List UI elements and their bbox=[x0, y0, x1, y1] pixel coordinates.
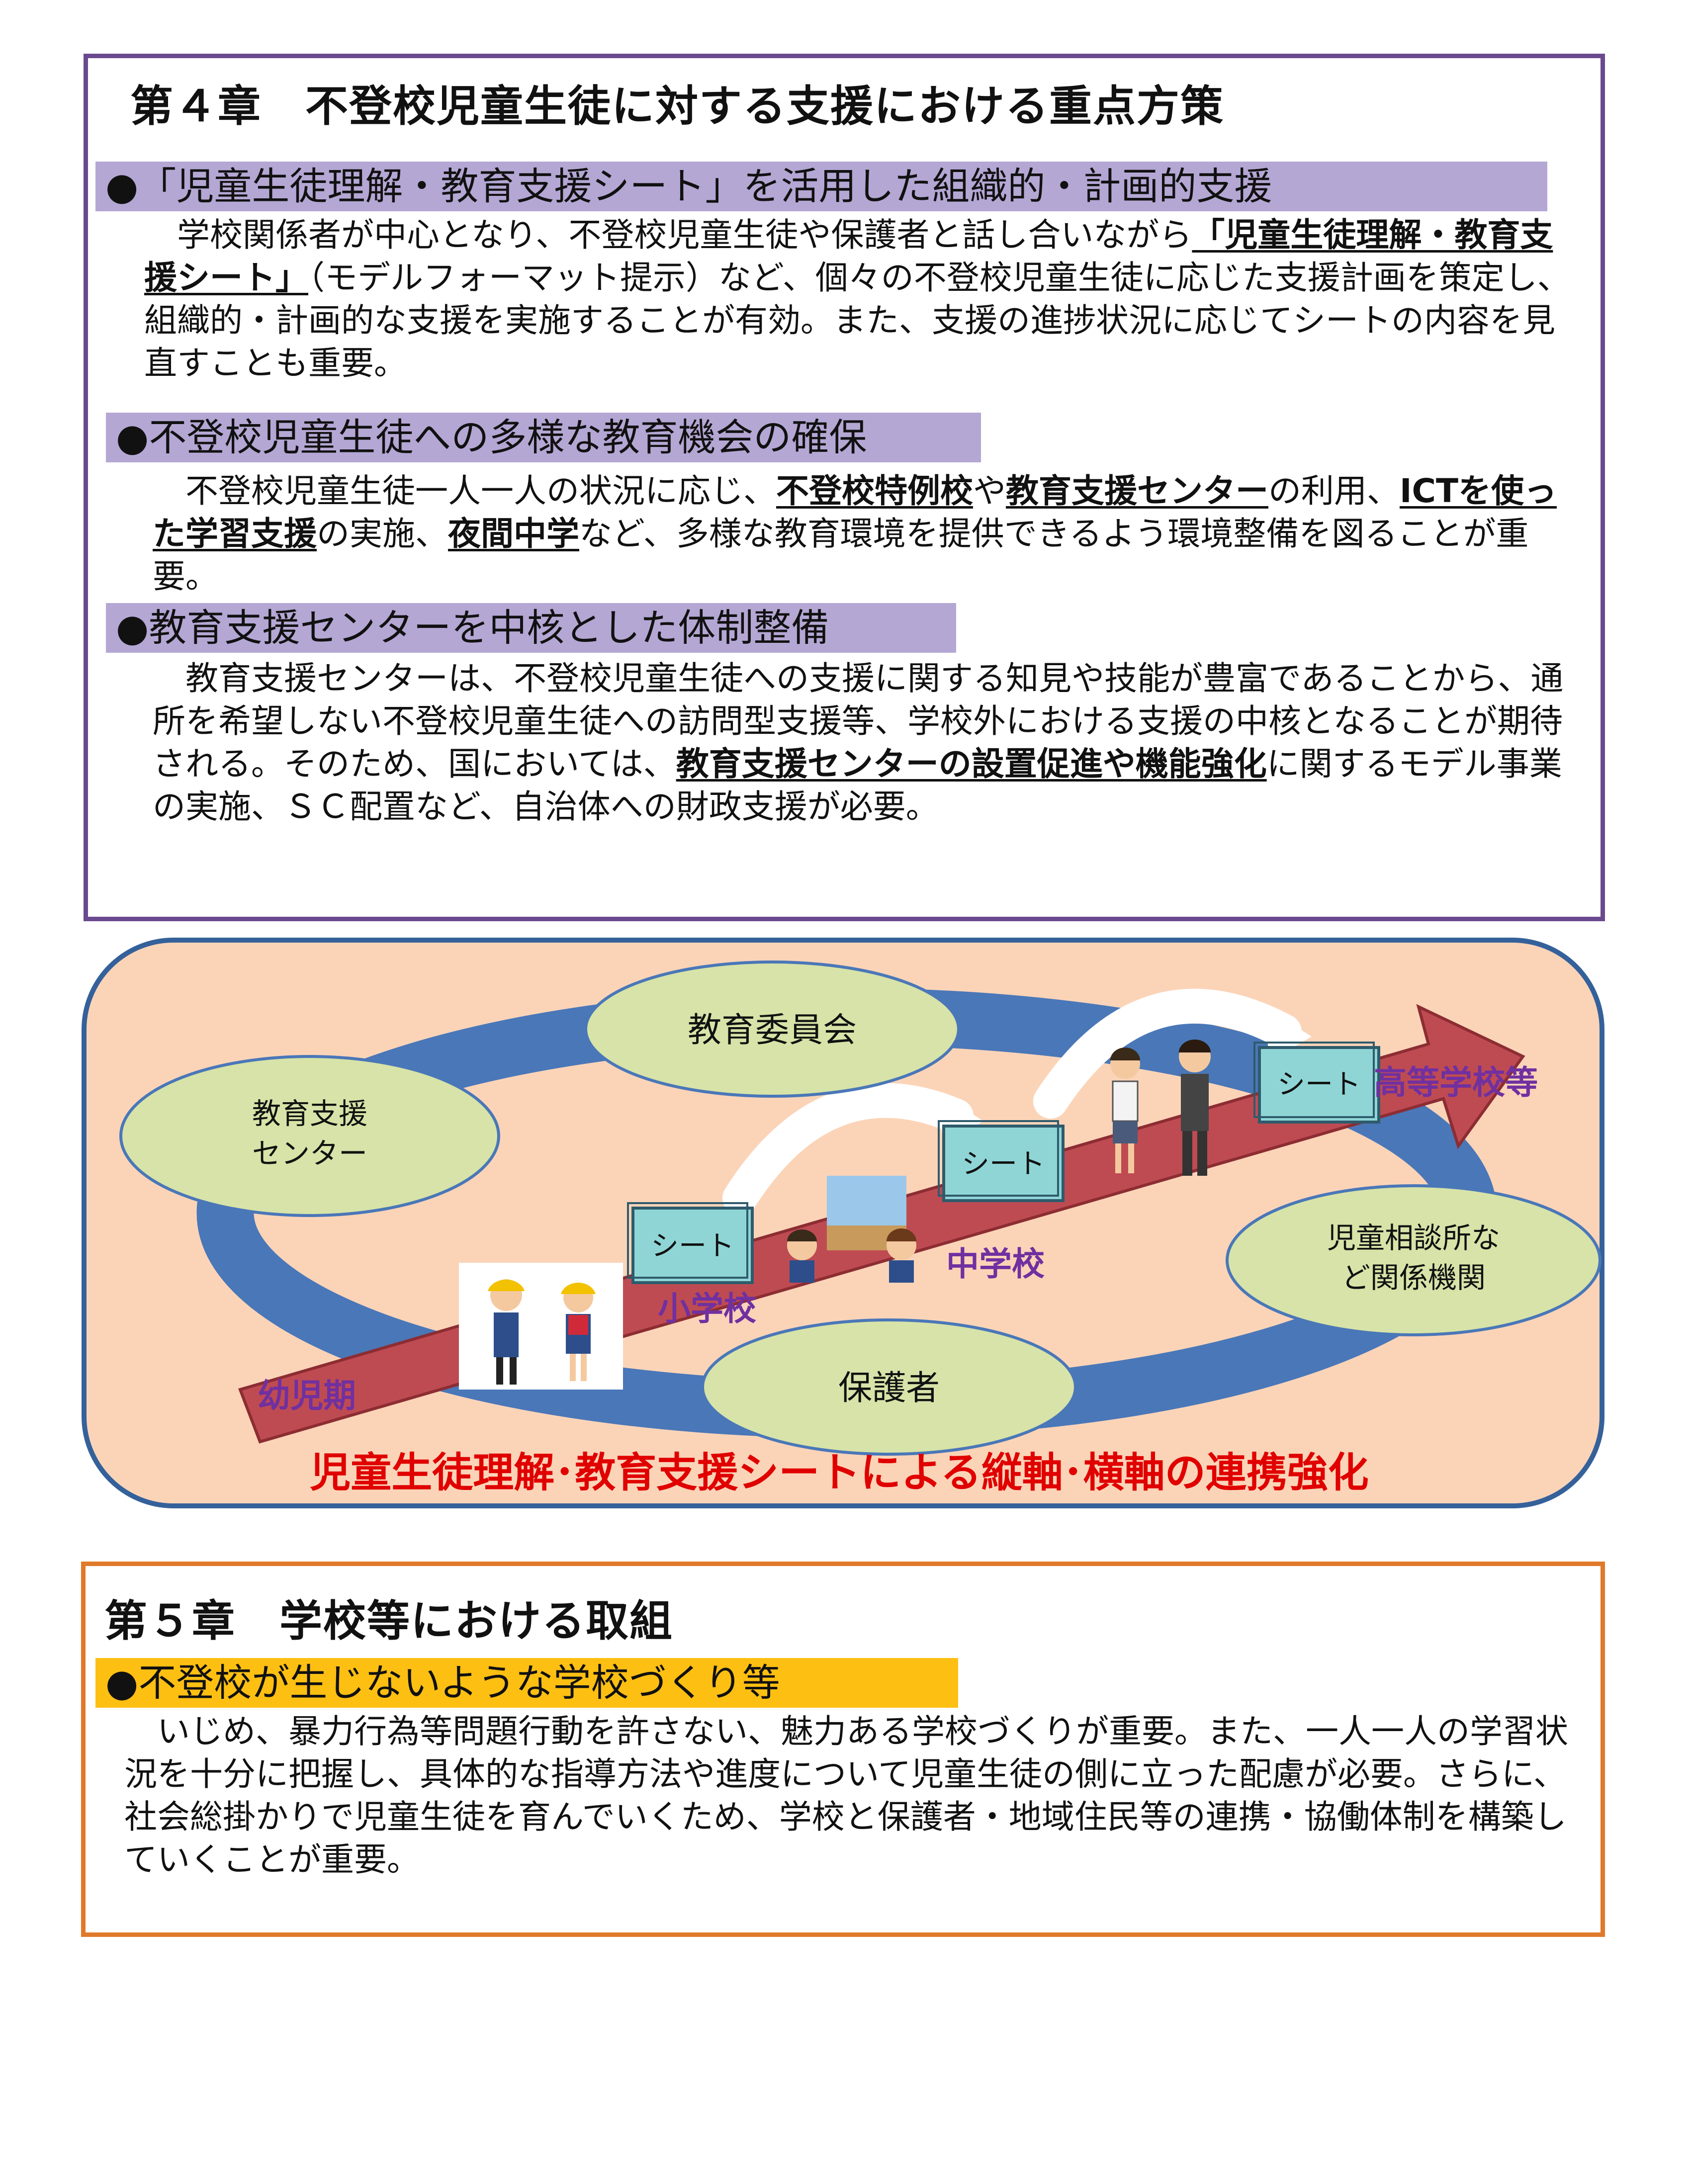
section2-emphasis-3: ICTを使った学習支援 bbox=[153, 472, 1557, 553]
chapter5-box bbox=[81, 1562, 1605, 1937]
jump-arrow-1 bbox=[722, 1083, 974, 1216]
chapter5-heading: ●不登校が生じないような学校づくり等 bbox=[95, 1658, 958, 1708]
section1-body: 学校関係者が中心となり、不登校児童生徒や保護者と話し合いながら「児童生徒理解・教… bbox=[144, 214, 1571, 385]
chapter4-title: 第４章 不登校児童生徒に対する支援における重点方策 bbox=[130, 82, 1224, 131]
sheet-box-3: シート bbox=[1253, 1042, 1380, 1124]
section2-emphasis-1: 不登校特例校 bbox=[776, 472, 973, 510]
board-label: 教育委員会 bbox=[688, 1011, 857, 1050]
stage-high-school: 高等学校等 bbox=[1374, 1063, 1538, 1102]
sheet-box-2: シート bbox=[938, 1120, 1065, 1202]
sheet-box-1: シート bbox=[627, 1202, 754, 1284]
section2-heading: ●不登校児童生徒への多様な教育機会の確保 bbox=[106, 413, 981, 462]
section3-text-1: 教育支援センターは、不登校児童生徒への支援に関する知見や技能が豊富であることから… bbox=[153, 659, 1564, 783]
section2-text-4: の実施、 bbox=[317, 515, 448, 553]
sheet-label-3: シート bbox=[1277, 1068, 1361, 1101]
sheet-label-2: シート bbox=[962, 1148, 1045, 1180]
agency-node: 児童相談所な ど関係機関 bbox=[1226, 1184, 1602, 1336]
guardian-node: 保護者 bbox=[701, 1318, 1077, 1456]
agency-label-line2: ど関係機関 bbox=[1341, 1261, 1486, 1295]
stage-junior-high: 中学校 bbox=[946, 1245, 1045, 1283]
agency-label-line1: 児童相談所な bbox=[1327, 1221, 1500, 1255]
section2-emphasis-2: 教育支援センター bbox=[1006, 472, 1268, 510]
support-sheet-diagram: シート シート シート 教育委員会 教育支援 センター 児童相談所な ど関係機関… bbox=[82, 938, 1604, 1508]
section3-emphasis: 教育支援センターの設置促進や機能強化 bbox=[676, 745, 1267, 783]
support-center-node: 教育支援 センター bbox=[119, 1055, 500, 1217]
section1-text-1: 学校関係者が中心となり、不登校児童生徒や保護者と話し合いながら bbox=[144, 216, 1192, 254]
guardian-label: 保護者 bbox=[838, 1369, 940, 1408]
section3-heading: ●教育支援センターを中核とした体制整備 bbox=[106, 603, 956, 653]
section3-body: 教育支援センターは、不登校児童生徒への支援に関する知見や技能が豊富であることから… bbox=[153, 657, 1580, 828]
chapter5-title: 第５章 学校等における取組 bbox=[104, 1596, 673, 1646]
sheet-label-1: シート bbox=[651, 1230, 734, 1262]
center-label-line2: センター bbox=[252, 1136, 367, 1170]
section2-text-3: の利用、 bbox=[1268, 472, 1400, 510]
chapter5-body: いじめ、暴力行為等問題行動を許さない、魅力ある学校づくりが重要。また、一人一人の… bbox=[124, 1712, 1568, 1879]
section1-text-2: （モデルフォーマット提示）など、個々の不登校児童生徒に応じた支援計画を策定し、組… bbox=[144, 259, 1570, 382]
section3-text-2: に関するモデル事業の実施、ＳＣ配置など、自治体への財政支援が必要。 bbox=[153, 745, 1562, 826]
section1-heading: ●「児童生徒理解・教育支援シート」を活用した組織的・計画的支援 bbox=[95, 162, 1547, 211]
stage-elementary: 小学校 bbox=[658, 1290, 756, 1328]
junior-high-students-illustration bbox=[787, 1176, 916, 1283]
section2-body: 不登校児童生徒一人一人の状況に応じ、不登校特例校や教育支援センターの利用、ICT… bbox=[153, 470, 1580, 598]
elementary-children-illustration bbox=[459, 1263, 623, 1390]
section1-emphasis: 「児童生徒理解・教育支援シート」 bbox=[144, 216, 1553, 297]
board-of-education-node: 教育委員会 bbox=[584, 961, 960, 1098]
section2-text-5: など、多様な教育環境を提供できるよう環境整備を図ることが重要。 bbox=[153, 515, 1529, 596]
center-label-line1: 教育支援 bbox=[252, 1097, 367, 1131]
section2-emphasis-4: 夜間中学 bbox=[448, 515, 579, 553]
diagram-caption: 児童生徒理解･教育支援シートによる縦軸･横軸の連携強化 bbox=[310, 1449, 1369, 1496]
high-school-students-illustration bbox=[1110, 1040, 1211, 1176]
section2-text-2: や bbox=[973, 472, 1006, 510]
section2-text-1: 不登校児童生徒一人一人の状況に応じ、 bbox=[153, 472, 776, 510]
jump-arrow-2 bbox=[1033, 989, 1302, 1119]
stage-infant: 幼児期 bbox=[258, 1377, 356, 1415]
